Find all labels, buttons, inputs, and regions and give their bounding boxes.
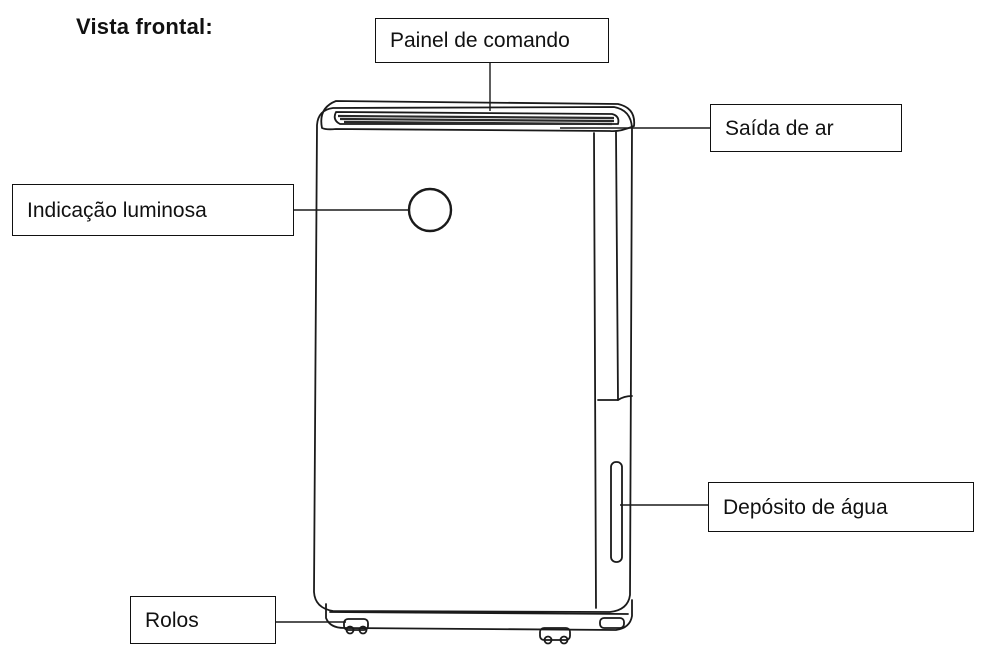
side-panel bbox=[593, 132, 597, 609]
label-light-indicator: Indicação luminosa bbox=[12, 184, 294, 236]
label-air-outlet: Saída de ar bbox=[710, 104, 902, 152]
label-control-panel: Painel de comando bbox=[375, 18, 609, 63]
diagram-title: Vista frontal: bbox=[76, 14, 213, 39]
top-rim bbox=[320, 100, 636, 133]
light-indicator-ring bbox=[407, 187, 453, 233]
wheel-center bbox=[539, 627, 571, 645]
label-wheels: Rolos bbox=[130, 596, 276, 644]
water-tank-window bbox=[610, 461, 623, 563]
air-outlet-grille bbox=[337, 114, 615, 126]
label-water-tank: Depósito de água bbox=[708, 482, 974, 532]
dehumidifier-body bbox=[313, 106, 633, 613]
wheel-left bbox=[343, 618, 369, 635]
base bbox=[325, 599, 633, 631]
wheel-right bbox=[599, 617, 625, 629]
